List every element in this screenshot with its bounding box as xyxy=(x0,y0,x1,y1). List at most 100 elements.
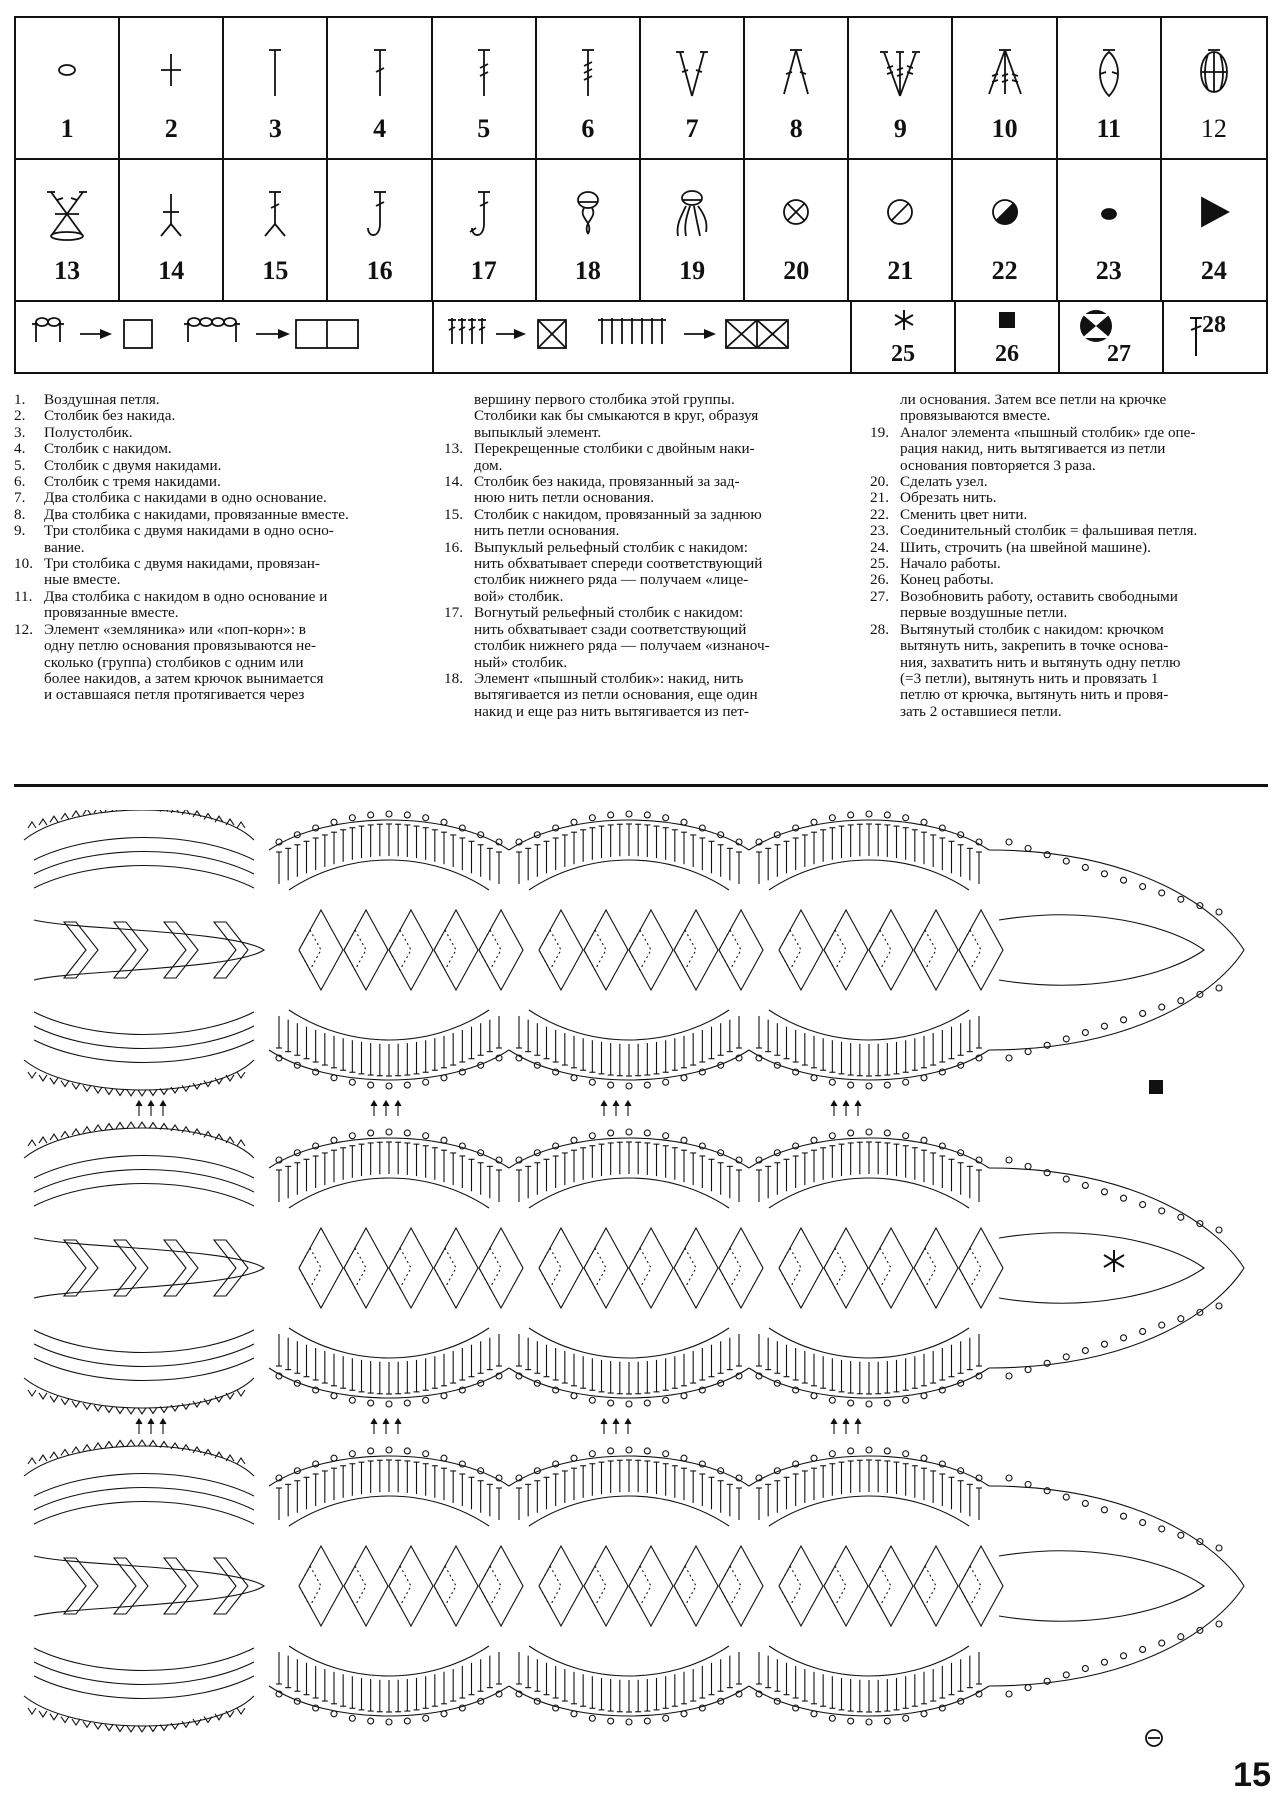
picot-loop xyxy=(422,1132,430,1140)
braid-scallop xyxy=(93,1441,103,1450)
legend-cell-3: 3 xyxy=(224,18,329,158)
braid-band xyxy=(33,1675,255,1700)
picot-loop xyxy=(607,811,615,819)
description-continuation: столбик нижнего ряда — получаем «изнаноч… xyxy=(474,637,770,655)
braid-scallop xyxy=(181,810,191,816)
picot-loop xyxy=(588,1132,596,1140)
legend-cell-19: 19 xyxy=(641,160,746,300)
net-inner xyxy=(673,1246,697,1290)
picot-loop xyxy=(1024,1048,1032,1056)
description-text: Столбик с тремя накидами. xyxy=(44,473,221,491)
braid-scallop xyxy=(71,1718,81,1727)
braid-scallop xyxy=(49,1133,59,1141)
net-diamond xyxy=(538,908,584,992)
legend-number-11: 11 xyxy=(1096,114,1122,143)
lace-repeat xyxy=(268,1446,524,1726)
end-point-inner xyxy=(998,1550,1205,1622)
legend-cell-4: 4 xyxy=(329,18,433,158)
picot-loop xyxy=(1158,1321,1166,1329)
legend-number-5: 5 xyxy=(477,114,491,143)
picot-loop xyxy=(275,1474,283,1482)
description-continuation: вытянуть нить, закрепить в точке основа- xyxy=(900,637,1169,655)
net-diamond xyxy=(343,1226,389,1310)
picot-loop xyxy=(680,1454,688,1462)
description-text: Обрезать нить. xyxy=(900,489,997,507)
net-diamond xyxy=(823,1226,869,1310)
picot-loop xyxy=(1043,1041,1051,1049)
picot-loop xyxy=(828,1396,836,1404)
repeat-inner-top xyxy=(288,859,490,891)
picot-loop xyxy=(1005,1156,1013,1164)
picot-loop xyxy=(810,1454,818,1462)
net-diamond xyxy=(478,908,524,992)
picot-loop xyxy=(607,1717,615,1725)
join-arrowhead xyxy=(854,1417,862,1425)
picot-loop xyxy=(458,1068,466,1076)
picot-loop xyxy=(1062,1353,1070,1361)
net-inner xyxy=(343,1246,367,1290)
picot-loop xyxy=(1139,1518,1147,1527)
braid-scallop xyxy=(82,810,92,816)
picot-loop xyxy=(570,1710,578,1718)
lace-repeat xyxy=(508,1446,764,1726)
legend-number-1: 1 xyxy=(60,114,74,143)
braid-scallop xyxy=(93,1722,103,1731)
braid-scallop xyxy=(170,1086,180,1095)
repeat-inner-top xyxy=(768,1177,970,1209)
net-diamond xyxy=(778,908,824,992)
picot-loop xyxy=(1100,1506,1109,1514)
picot-loop xyxy=(938,1142,946,1150)
picot-loop xyxy=(792,1142,800,1150)
legend-number-20: 20 xyxy=(783,256,810,285)
picot-loop xyxy=(957,1467,965,1475)
picot-loop xyxy=(1177,1213,1185,1221)
join-arrowhead xyxy=(394,1099,402,1107)
net-inner xyxy=(478,1246,502,1290)
picot-loop xyxy=(607,1399,615,1407)
braid-scallop xyxy=(104,1122,114,1130)
picot-loop xyxy=(1100,1658,1109,1666)
net-diamond xyxy=(343,1544,389,1628)
net-diamond xyxy=(718,1544,764,1628)
end-point-outer xyxy=(988,1167,1245,1369)
legend-number-12: 12 xyxy=(1200,114,1227,143)
braid-scallop xyxy=(115,1439,125,1447)
picot-loop xyxy=(1158,1003,1166,1011)
description-continuation: ния, захватить нить и вытянуть одну петл… xyxy=(900,653,1181,671)
picot-loop xyxy=(330,818,338,826)
picot-loop xyxy=(275,1054,283,1062)
picot-loop xyxy=(810,1392,818,1400)
net-diamond xyxy=(958,908,1004,992)
net-diamond xyxy=(823,1544,869,1628)
stitch-to-crossed-square-icon xyxy=(448,318,789,349)
picot-loop xyxy=(293,1061,301,1069)
braid-core xyxy=(33,919,265,981)
picot-loop xyxy=(792,1460,800,1468)
braid-scallop xyxy=(27,1389,37,1397)
picot-loop xyxy=(625,1082,633,1090)
braid-scallop xyxy=(159,1406,169,1414)
picot-loop xyxy=(330,1392,338,1400)
picot-loop xyxy=(1081,1499,1089,1508)
braid-band xyxy=(33,836,255,861)
picot-loop xyxy=(458,1386,466,1394)
braid-scallop xyxy=(203,1716,213,1724)
lace-repeat xyxy=(508,1128,764,1408)
net-diamond xyxy=(343,908,389,992)
braid-scallop xyxy=(203,812,213,820)
net-inner xyxy=(868,1246,892,1290)
braid-band xyxy=(33,1357,255,1382)
picot-loop xyxy=(717,1379,725,1387)
picot-loop xyxy=(680,1074,688,1082)
picot-loop xyxy=(1005,838,1013,846)
picot-loop xyxy=(773,1379,781,1387)
picot-loop xyxy=(662,1396,670,1404)
picot-loop xyxy=(312,1386,320,1394)
braid-scallop xyxy=(71,1127,81,1136)
braid-scallop xyxy=(236,1389,246,1397)
repeat-inner-top xyxy=(288,1177,490,1209)
picot-loop xyxy=(735,1690,743,1698)
legend-number-14: 14 xyxy=(158,256,185,285)
net-inner xyxy=(673,928,697,972)
net-inner xyxy=(868,928,892,972)
